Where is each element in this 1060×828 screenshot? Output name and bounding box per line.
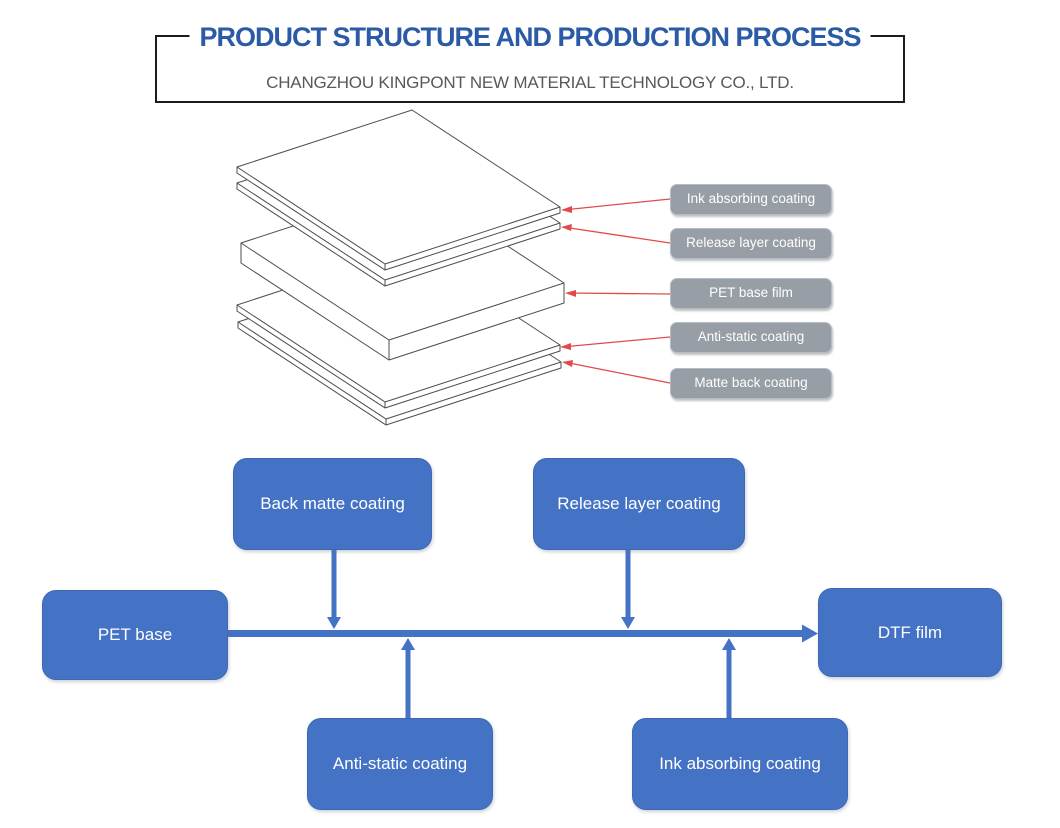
flow-node-release-layer-coating: Release layer coating [533,458,745,550]
red-arrow-anti-static [560,336,671,350]
layer-label-release-layer: Release layer coating [670,228,832,259]
red-connectors [560,198,671,384]
flow-node-back-matte-coating: Back matte coating [233,458,432,550]
company-name: CHANGZHOU KINGPONT NEW MATERIAL TECHNOLO… [266,73,794,92]
down-arrow-back-matte [327,548,341,629]
layer-label-matte-back: Matte back coating [670,368,832,399]
flow-node-ink-absorbing-coating: Ink absorbing coating [632,718,848,810]
red-arrow-matte-back [562,360,671,384]
red-arrow-pet-base [565,290,671,297]
red-arrow-release-layer [561,224,671,244]
layer-label-pet-base-film: PET base film [670,278,832,309]
layer-label-ink-absorbing: Ink absorbing coating [670,184,832,215]
sheet-ink-absorbing [236,109,561,271]
flow-node-dtf-film: DTF film [818,588,1002,677]
layer-label-anti-static: Anti-static coating [670,322,832,353]
flow-node-pet-base: PET base [42,590,228,680]
flow-connectors [227,548,818,720]
up-arrow-anti-static [401,638,415,720]
up-arrow-ink-absorbing [722,638,736,720]
down-arrow-release-layer [621,548,635,629]
page-title: PRODUCT STRUCTURE AND PRODUCTION PROCESS [189,21,871,53]
flow-node-anti-static-coating: Anti-static coating [307,718,493,810]
main-flow-arrow [227,624,818,643]
layer-sheets [236,109,565,426]
red-arrow-ink-absorbing [561,198,671,213]
